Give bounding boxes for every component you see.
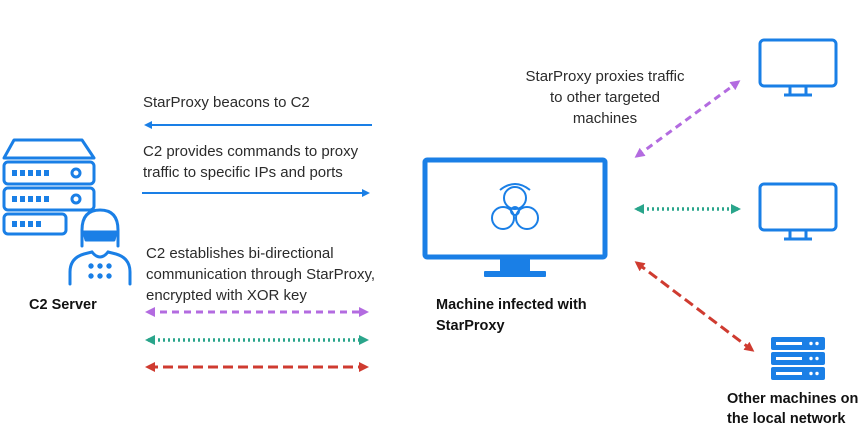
local-network-label-line1: Other machines on — [727, 391, 859, 407]
bidir-label-line2: communication through StarProxy, — [146, 266, 375, 283]
infected-machine-label-line1: Machine infected with — [436, 297, 587, 313]
small-server-icon — [771, 337, 825, 380]
infected-machine-label-line2: StarProxy — [436, 318, 505, 334]
commands-label-line1: C2 provides commands to proxy — [143, 143, 359, 160]
c2-server-label: C2 Server — [29, 297, 97, 313]
local-network-label-line2: the local network — [727, 411, 846, 427]
proxy-arrow-red — [634, 261, 755, 352]
monitor-icon — [758, 38, 838, 97]
beacon-label: StarProxy beacons to C2 — [143, 94, 310, 111]
hacker-icon — [68, 208, 132, 286]
proxies-label-line1: StarProxy proxies traffic — [525, 68, 685, 85]
biohazard-icon — [491, 183, 539, 230]
bidir-label-line3: encrypted with XOR key — [146, 287, 307, 304]
server-stack-icon — [2, 138, 96, 236]
proxy-arrow-purple — [634, 80, 741, 158]
proxies-label-line3: machines — [572, 110, 638, 127]
monitor-icon — [758, 182, 838, 241]
commands-label-line2: traffic to specific IPs and ports — [143, 164, 343, 181]
bidir-label-line1: C2 establishes bi-directional — [146, 245, 334, 262]
monitor-biohazard-icon — [422, 157, 608, 277]
proxies-label-line2: to other targeted — [549, 89, 661, 106]
